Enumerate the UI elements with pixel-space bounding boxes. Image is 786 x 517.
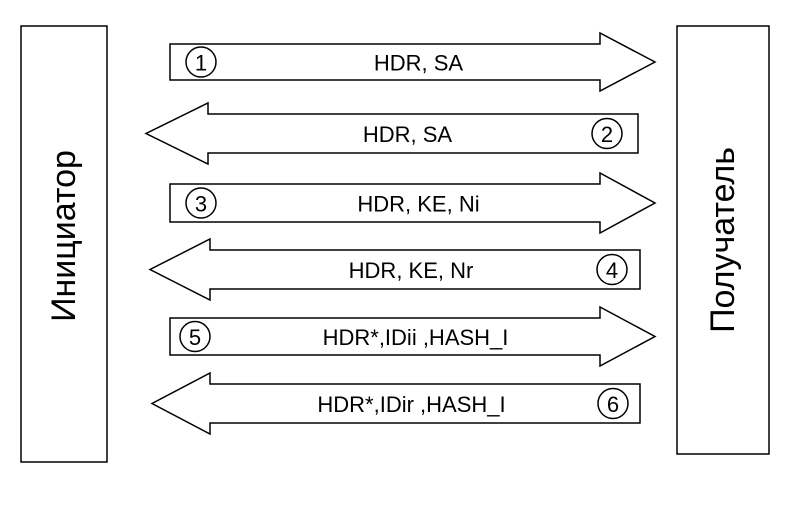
message-arrow (150, 371, 641, 436)
step-number: 3 (195, 192, 207, 217)
message-label: HDR, KE, Nr (349, 258, 474, 283)
message-1: 1 HDR, SA (169, 31, 657, 93)
message-2: 2 HDR, SA (144, 101, 639, 166)
message-label: HDR, SA (374, 51, 464, 76)
step-number: 5 (189, 325, 201, 350)
step-number-circle (597, 387, 629, 420)
message-arrow (148, 237, 641, 302)
message-label: HDR*,IDir ,HASH_I (317, 392, 505, 417)
message-label: HDR, SA (363, 122, 453, 147)
message-4: 4 HDR, KE, Nr (148, 237, 641, 302)
step-number: 4 (606, 258, 618, 283)
step-number-circle (185, 187, 217, 219)
step-number: 6 (607, 392, 619, 417)
initiator-label: Инициатор (45, 150, 83, 322)
initiator-box (20, 25, 108, 463)
message-arrow (169, 171, 657, 235)
message-arrow (169, 31, 657, 93)
step-number-circle (185, 46, 217, 78)
step-number-circle (596, 253, 628, 286)
step-number-circle (591, 117, 623, 150)
message-3: 3 HDR, KE, Ni (169, 171, 657, 235)
initiator-party: Инициатор (20, 25, 108, 463)
responder-label: Получатель (704, 147, 742, 333)
step-number: 1 (195, 51, 207, 76)
message-arrow (144, 101, 639, 166)
message-5: 5 HDR*,IDii ,HASH_I (169, 305, 657, 368)
step-number-circle (179, 320, 211, 353)
responder-box (676, 25, 770, 455)
message-6: 6 HDR*,IDir ,HASH_I (150, 371, 641, 436)
message-arrow (169, 305, 657, 368)
responder-party: Получатель (676, 25, 770, 455)
step-number: 2 (601, 122, 613, 147)
message-label: HDR, KE, Ni (357, 192, 479, 217)
message-label: HDR*,IDii ,HASH_I (323, 325, 509, 350)
